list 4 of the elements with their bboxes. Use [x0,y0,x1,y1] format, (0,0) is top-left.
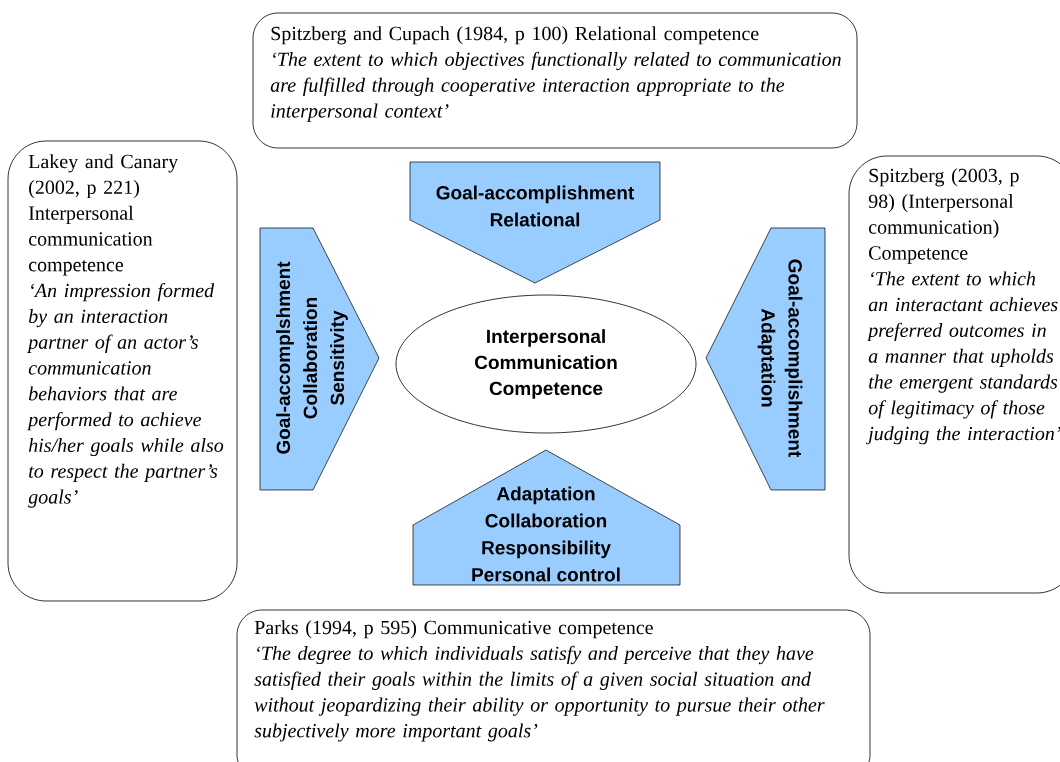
quote-box: Lakey and Canary (2002, p 221) Interpersonal communication competence ‘An impression formed by an interaction partner of an actor’s communication behaviors that are performed to achieve his/her goals while also to respect the partner’s goals’ [7,140,238,602]
quote-box: Parks (1994, p 595) Communicative competence ‘The degree to which individuals satisfy and perceive that they have satisfied their goals within the limits of a given social situation and without jeopardizing their ability or opportunity to pursue their other subjectively more important goals’ [236,609,871,762]
quote-box: Spitzberg and Cupach (1984, p 100) Relational competence ‘The extent to which objectives functionally related to communication are fulfilled through cooperative interaction appropriate to the interpersonal context’ [252,12,858,149]
quote-box: Spitzberg (2003, p 98) (Interpersonal communication) Competence ‘The extent to which an interactant achieves preferred outcomes in a manner that upholds the emergent standards of legitimacy of those judging the interaction’ [848,155,1060,594]
